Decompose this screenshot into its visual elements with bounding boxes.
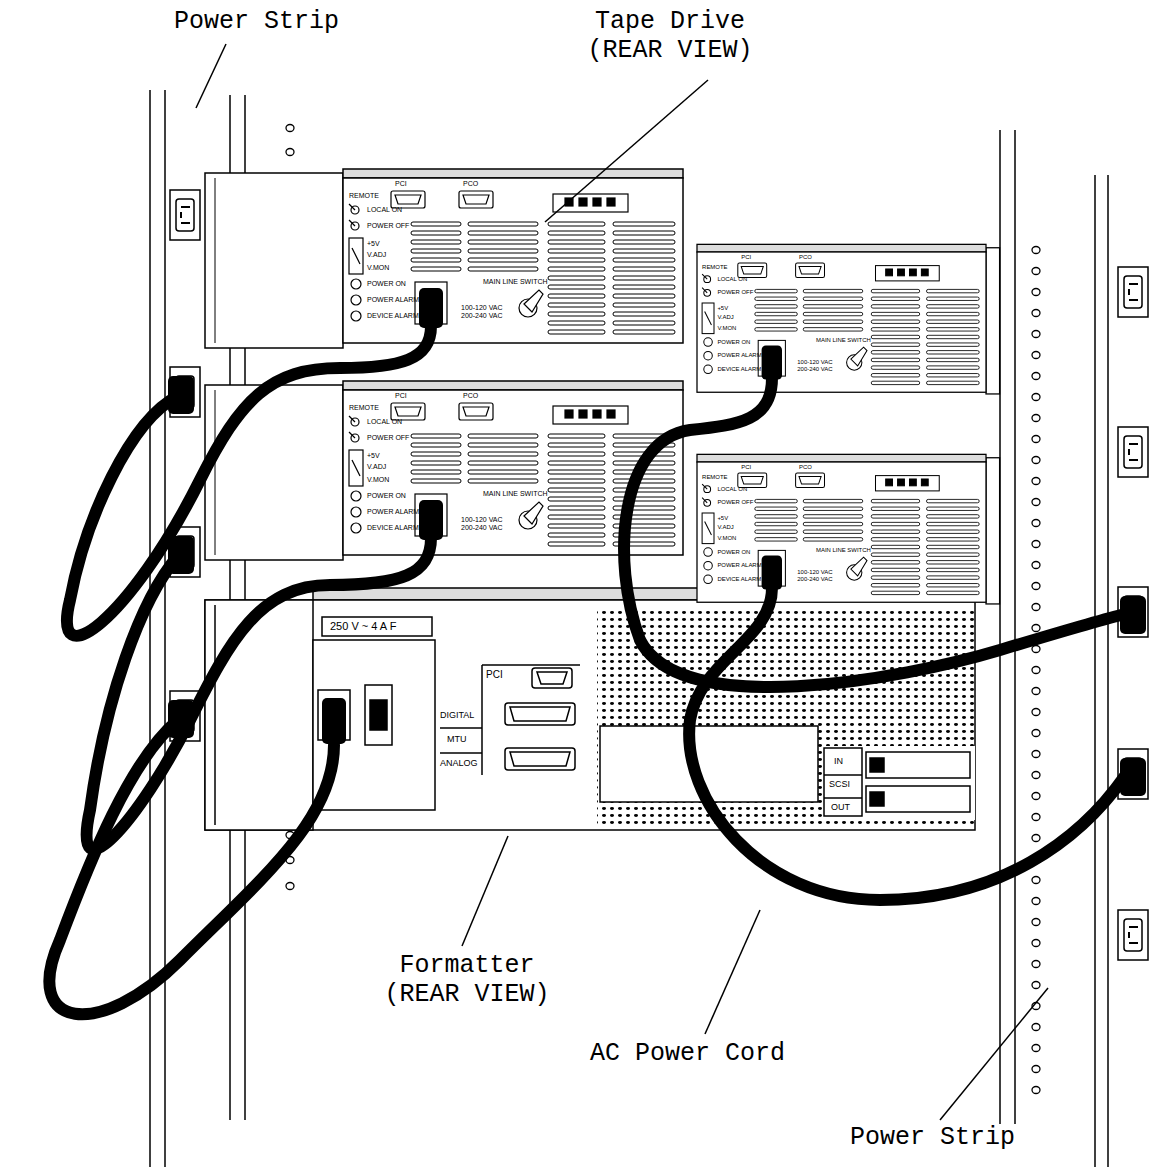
panel-label: PCO xyxy=(463,180,478,188)
callout-label: Power Strip xyxy=(848,1124,1017,1153)
panel-label: +5V xyxy=(717,305,728,312)
panel-label: REMOTE xyxy=(702,474,727,481)
panel-label: POWER ALARM xyxy=(717,352,761,359)
panel-label: V.MON xyxy=(367,476,389,484)
panel-label: +5V xyxy=(367,240,380,248)
ac-power-cords xyxy=(49,326,1125,1014)
panel-label: MTU xyxy=(447,734,467,744)
tape-drive xyxy=(697,244,1000,394)
panel-label: PCI xyxy=(486,669,503,681)
panel-label: OUT xyxy=(831,802,850,812)
panel-label: 100-120 VAC 200-240 VAC xyxy=(461,516,507,532)
callout-label: Power Strip xyxy=(172,8,341,37)
tape-drive xyxy=(205,169,683,348)
callout-label: Tape Drive (REAR VIEW) xyxy=(568,8,772,66)
panel-label: PCI xyxy=(741,464,751,471)
panel-label: 250 V ~ 4 A F xyxy=(330,620,396,633)
panel-label: 100-120 VAC 200-240 VAC xyxy=(797,359,836,373)
panel-label: LOCAL ON xyxy=(717,486,747,493)
panel-label: V.ADJ xyxy=(717,524,733,531)
panel-label: +5V xyxy=(717,515,728,522)
panel-label: POWER ON xyxy=(367,492,406,500)
panel-label: MAIN LINE SWITCH xyxy=(483,490,548,498)
panel-label: POWER ALARM xyxy=(717,562,761,569)
panel-label: ANALOG xyxy=(440,758,478,768)
panel-label: 100-120 VAC 200-240 VAC xyxy=(461,304,507,320)
panel-label: PCO xyxy=(799,464,812,471)
leader-lines xyxy=(196,44,1048,1120)
panel-label: DEVICE ALARM xyxy=(717,576,761,583)
panel-label: POWER OFF xyxy=(367,222,409,230)
tape-drive xyxy=(697,454,1000,604)
panel-label: POWER ON xyxy=(717,549,750,556)
panel-label: +5V xyxy=(367,452,380,460)
panel-label: LOCAL ON xyxy=(717,276,747,283)
panel-label: LOCAL ON xyxy=(367,206,402,214)
panel-label: REMOTE xyxy=(349,192,379,200)
panel-label: PCO xyxy=(463,392,478,400)
callout-label: AC Power Cord xyxy=(588,1040,787,1069)
panel-label: PCO xyxy=(799,254,812,261)
panel-label: LOCAL ON xyxy=(367,418,402,426)
panel-label: POWER ALARM xyxy=(367,296,419,304)
panel-label: DEVICE ALARM xyxy=(717,366,761,373)
panel-label: POWER ON xyxy=(367,280,406,288)
panel-label: SCSI xyxy=(829,779,850,789)
panel-label: V.MON xyxy=(367,264,389,272)
panel-label: V.MON xyxy=(717,535,736,542)
panel-label: MAIN LINE SWITCH xyxy=(816,337,871,344)
rack-rails xyxy=(150,90,1108,1167)
tape-drive xyxy=(205,381,683,560)
panel-label: POWER ALARM xyxy=(367,508,419,516)
panel-label: V.ADJ xyxy=(367,251,386,259)
tape-drives xyxy=(205,169,1000,604)
panel-label: IN xyxy=(834,756,843,766)
panel-label: MAIN LINE SWITCH xyxy=(483,278,548,286)
panel-label: PCI xyxy=(395,180,407,188)
panel-label: POWER ON xyxy=(717,339,750,346)
panel-label: V.ADJ xyxy=(717,314,733,321)
panel-label: DIGITAL xyxy=(440,710,474,720)
panel-label: PCI xyxy=(741,254,751,261)
panel-label: V.MON xyxy=(717,325,736,332)
panel-label: MAIN LINE SWITCH xyxy=(816,547,871,554)
panel-label: POWER OFF xyxy=(717,289,753,296)
panel-label: PCI xyxy=(395,392,407,400)
panel-label: DEVICE ALARM xyxy=(367,312,419,320)
panel-label: 100-120 VAC 200-240 VAC xyxy=(797,569,836,583)
panel-label: REMOTE xyxy=(702,264,727,271)
panel-label: POWER OFF xyxy=(717,499,753,506)
panel-label: POWER OFF xyxy=(367,434,409,442)
panel-label: DEVICE ALARM xyxy=(367,524,419,532)
callout-label: Formatter (REAR VIEW) xyxy=(365,952,569,1010)
panel-label: V.ADJ xyxy=(367,463,386,471)
cord-plugs xyxy=(168,376,1146,796)
panel-label: REMOTE xyxy=(349,404,379,412)
